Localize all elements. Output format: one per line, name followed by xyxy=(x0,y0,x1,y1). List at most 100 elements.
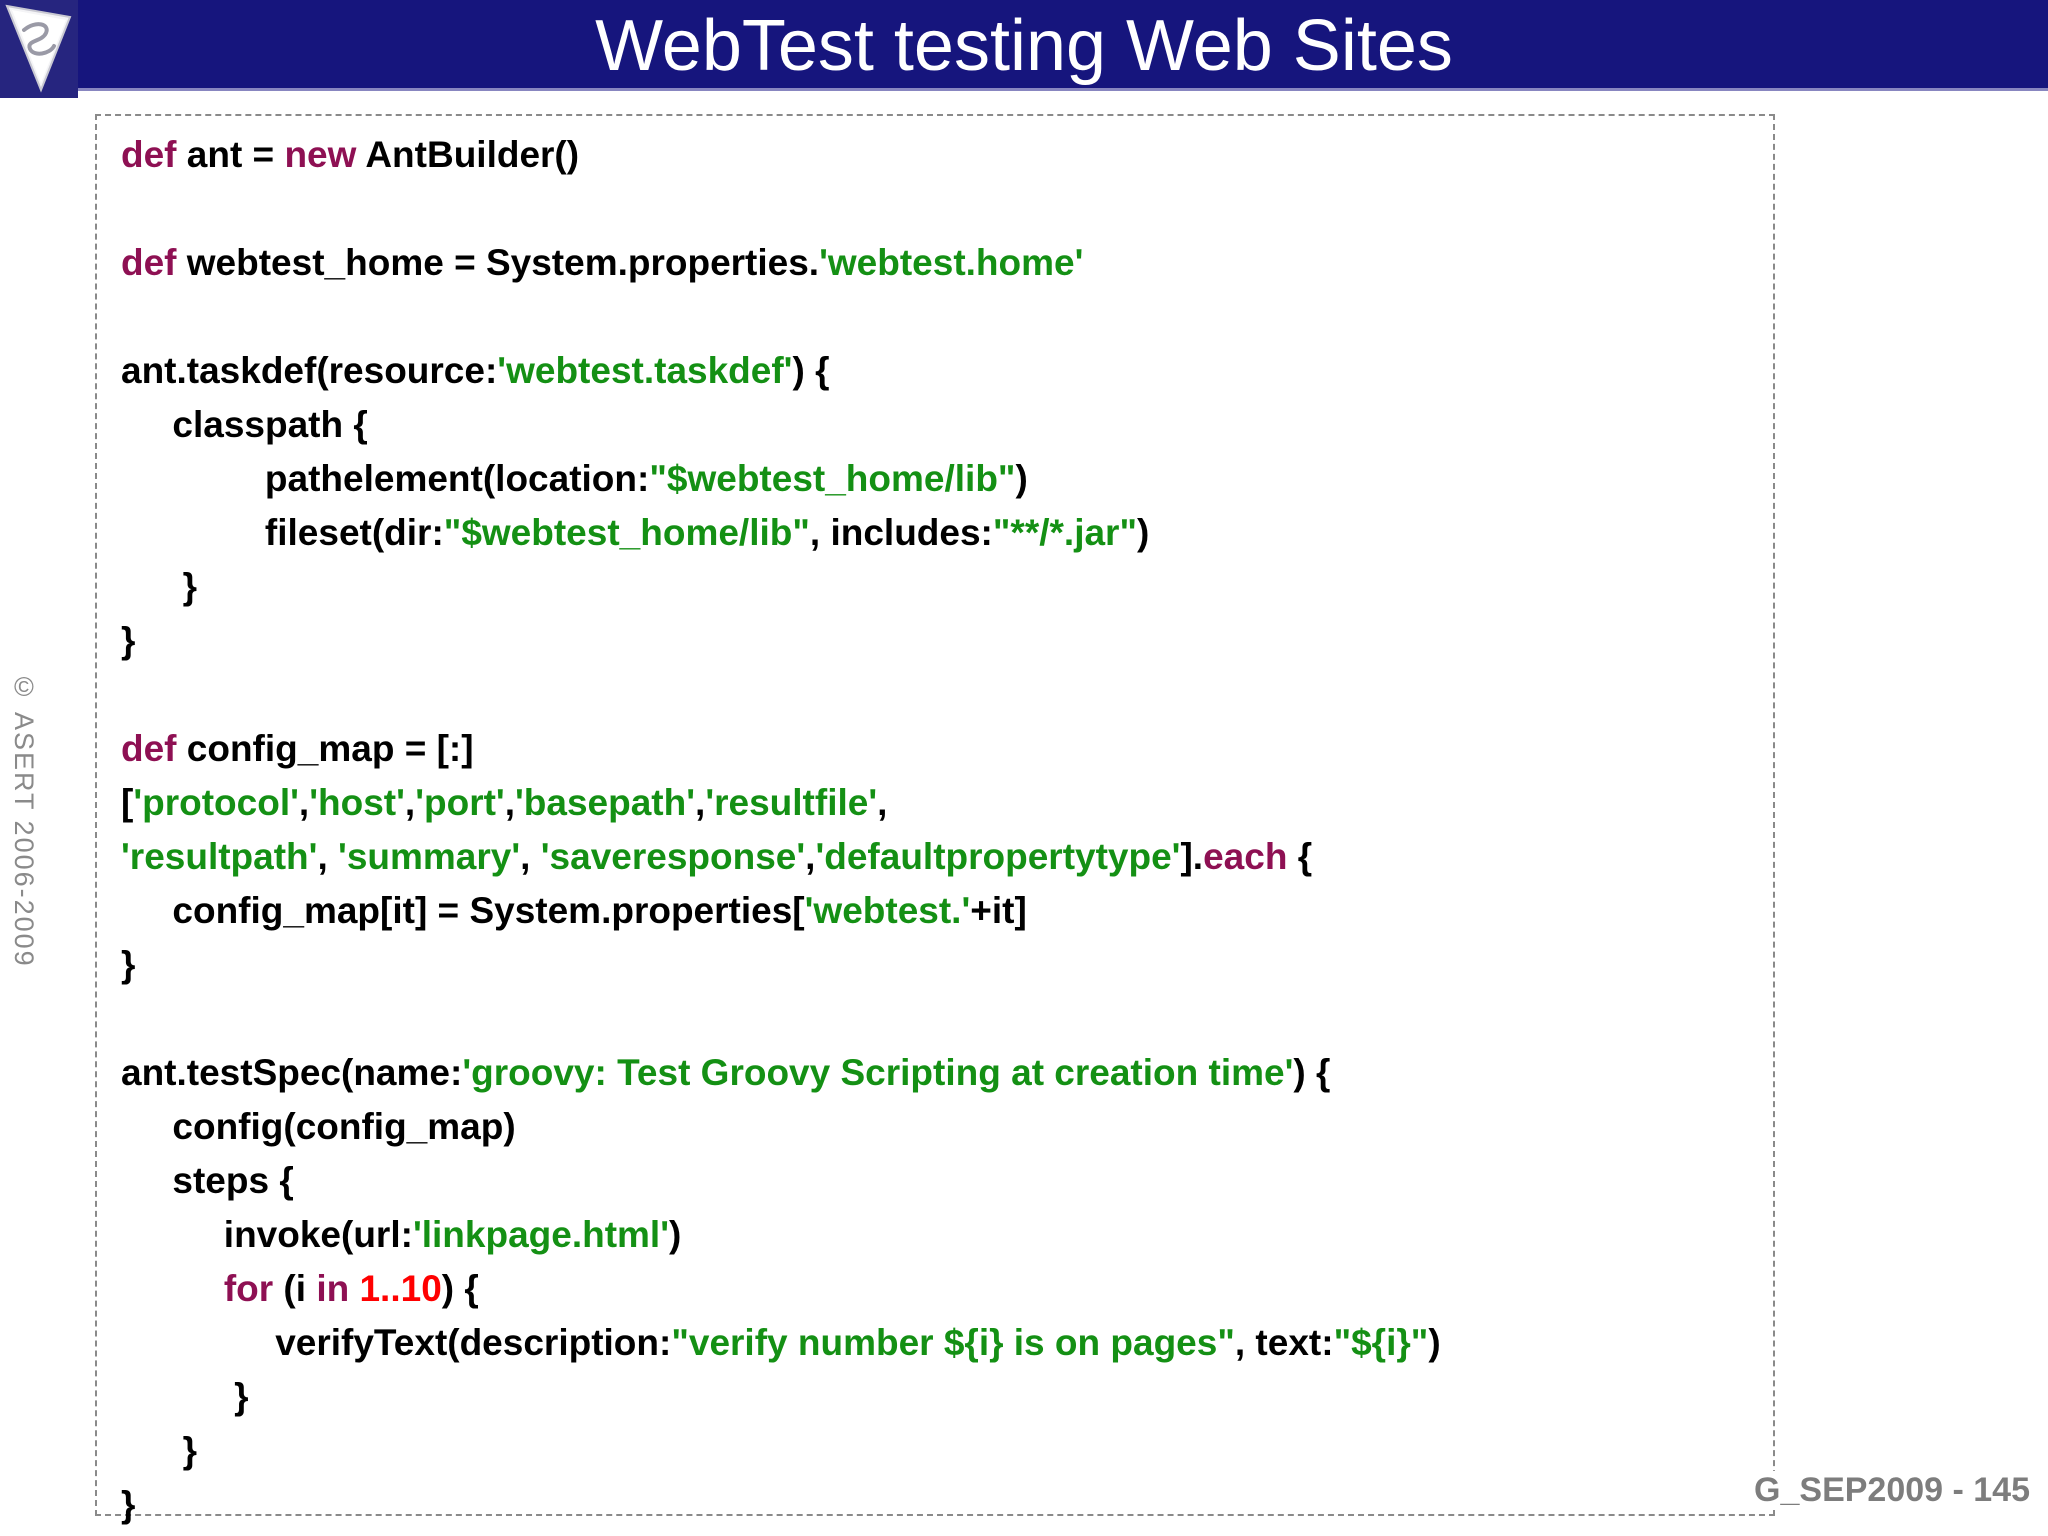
code-line: def ant = new AntBuilder() xyxy=(121,128,1773,182)
code-line xyxy=(121,182,1773,236)
code-segment-plain: , includes: xyxy=(809,512,993,553)
code-segment-plain: } xyxy=(121,1376,249,1417)
code-segment-string: "verify number ${i} is on pages" xyxy=(671,1322,1235,1363)
code-segment-string: 'host' xyxy=(309,782,405,823)
triangle-s-glyph xyxy=(5,4,72,93)
code-line: invoke(url:'linkpage.html') xyxy=(121,1208,1773,1262)
code-segment-string: 'webtest.home' xyxy=(819,242,1084,283)
code-segment-plain: pathelement(location: xyxy=(121,458,650,499)
slide-title: WebTest testing Web Sites xyxy=(595,6,1453,86)
copyright-text: © ASERT 2006-2009 xyxy=(9,672,39,968)
code-segment-keyword: in xyxy=(316,1268,350,1309)
code-line: } xyxy=(121,1478,1773,1532)
code-segment-keyword: def xyxy=(121,242,177,283)
code-segment-plain: , xyxy=(298,782,310,823)
code-line: fileset(dir:"$webtest_home/lib", include… xyxy=(121,506,1773,560)
code-segment-string: 'defaultpropertytype' xyxy=(815,836,1181,877)
code-line xyxy=(121,992,1773,1046)
code-line: } xyxy=(121,560,1773,614)
code-segment-plain: , xyxy=(695,782,706,823)
code-segment-plain: config_map[it] = System.properties[ xyxy=(121,890,805,931)
code-segment-string: 'basepath' xyxy=(515,782,696,823)
code-line: config(config_map) xyxy=(121,1100,1773,1154)
slide-number: G_SEP2009 - 145 xyxy=(1748,1471,2030,1510)
code-line: def config_map = [:] xyxy=(121,722,1773,776)
code-segment-plain: } xyxy=(121,1430,198,1471)
code-segment-plain: , xyxy=(317,836,339,877)
code-segment-plain: ) xyxy=(1015,458,1028,499)
code-line: config_map[it] = System.properties['webt… xyxy=(121,884,1773,938)
code-segment-keyword: each xyxy=(1203,836,1288,877)
code-segment-string: 'saveresponse' xyxy=(540,836,806,877)
code-segment-string: 'webtest.taskdef' xyxy=(497,350,793,391)
code-segment-plain: , xyxy=(877,782,888,823)
code-line xyxy=(121,290,1773,344)
code-segment-plain: classpath { xyxy=(121,404,368,445)
asert-logo-icon xyxy=(0,0,78,98)
code-panel: def ant = new AntBuilder() def webtest_h… xyxy=(95,114,1775,1525)
code-segment-plain: ) { xyxy=(1293,1052,1331,1093)
code-line: ant.taskdef(resource:'webtest.taskdef') … xyxy=(121,344,1773,398)
code-segment-plain: ) xyxy=(1428,1322,1441,1363)
code-segment-plain: [ xyxy=(121,782,134,823)
code-segment-plain: } xyxy=(121,944,136,985)
code-segment-plain: ant.testSpec(name: xyxy=(121,1052,463,1093)
code-line: steps { xyxy=(121,1154,1773,1208)
code-segment-plain: , xyxy=(504,782,515,823)
code-line: classpath { xyxy=(121,398,1773,452)
code-segment-string: "**/*.jar" xyxy=(992,512,1137,553)
code-line: 'resultpath', 'summary', 'saveresponse',… xyxy=(121,830,1773,884)
code-segment-string: "${i}" xyxy=(1333,1322,1429,1363)
code-segment-plain: } xyxy=(121,620,136,661)
code-segment-string: 'groovy: Test Groovy Scripting at creati… xyxy=(462,1052,1294,1093)
code-line: } xyxy=(121,1424,1773,1478)
code-segment-plain: ]. xyxy=(1180,836,1204,877)
code-segment-plain: ) xyxy=(669,1214,682,1255)
code-segment-plain xyxy=(349,1268,359,1309)
code-segment-plain: , xyxy=(805,836,816,877)
code-segment-plain: ) xyxy=(1137,512,1150,553)
code-line: } xyxy=(121,1370,1773,1424)
code-line: } xyxy=(121,614,1773,668)
code-segment-plain: ) { xyxy=(792,350,830,391)
code-line: ['protocol','host','port','basepath','re… xyxy=(121,776,1773,830)
code-segment-plain: { xyxy=(1287,836,1313,877)
code-line xyxy=(121,668,1773,722)
title-bar: WebTest testing Web Sites xyxy=(0,0,2048,91)
code-segment-keyword: new xyxy=(284,134,357,175)
code-segment-plain: , xyxy=(520,836,541,877)
code-segment-string: 'resultpath' xyxy=(121,836,318,877)
code-segment-string: 'summary' xyxy=(338,836,521,877)
code-segment-string: 'port' xyxy=(415,782,505,823)
code-line: verifyText(description:"verify number ${… xyxy=(121,1316,1773,1370)
code-segment-plain: AntBuilder() xyxy=(356,134,580,175)
code-segment-keyword: def xyxy=(121,134,177,175)
code-segment-string: "$webtest_home/lib" xyxy=(443,512,810,553)
code-block: def ant = new AntBuilder() def webtest_h… xyxy=(97,116,1773,1532)
code-segment-plain: ant.taskdef(resource: xyxy=(121,350,498,391)
code-segment-plain: (i xyxy=(273,1268,317,1309)
code-line: } xyxy=(121,938,1773,992)
code-segment-number: 1..10 xyxy=(359,1268,442,1309)
code-segment-plain: verifyText(description: xyxy=(121,1322,672,1363)
code-segment-string: "$webtest_home/lib" xyxy=(649,458,1016,499)
code-segment-plain: config_map = [:] xyxy=(176,728,474,769)
code-segment-plain: webtest_home = System.properties. xyxy=(176,242,820,283)
code-line: pathelement(location:"$webtest_home/lib"… xyxy=(121,452,1773,506)
code-segment-keyword: def xyxy=(121,728,177,769)
code-segment-plain xyxy=(121,1268,224,1309)
code-line: for (i in 1..10) { xyxy=(121,1262,1773,1316)
code-line: ant.testSpec(name:'groovy: Test Groovy S… xyxy=(121,1046,1773,1100)
code-segment-plain: , xyxy=(404,782,416,823)
code-segment-plain: } xyxy=(121,1484,136,1525)
code-segment-keyword: for xyxy=(223,1268,274,1309)
code-segment-plain: ) { xyxy=(441,1268,479,1309)
code-segment-plain: steps { xyxy=(121,1160,294,1201)
code-segment-string: 'linkpage.html' xyxy=(412,1214,670,1255)
code-segment-plain: ant = xyxy=(176,134,285,175)
code-segment-string: 'resultfile' xyxy=(705,782,878,823)
code-segment-plain: invoke(url: xyxy=(121,1214,413,1255)
code-segment-string: 'webtest.' xyxy=(804,890,971,931)
code-segment-plain: +it] xyxy=(970,890,1027,931)
